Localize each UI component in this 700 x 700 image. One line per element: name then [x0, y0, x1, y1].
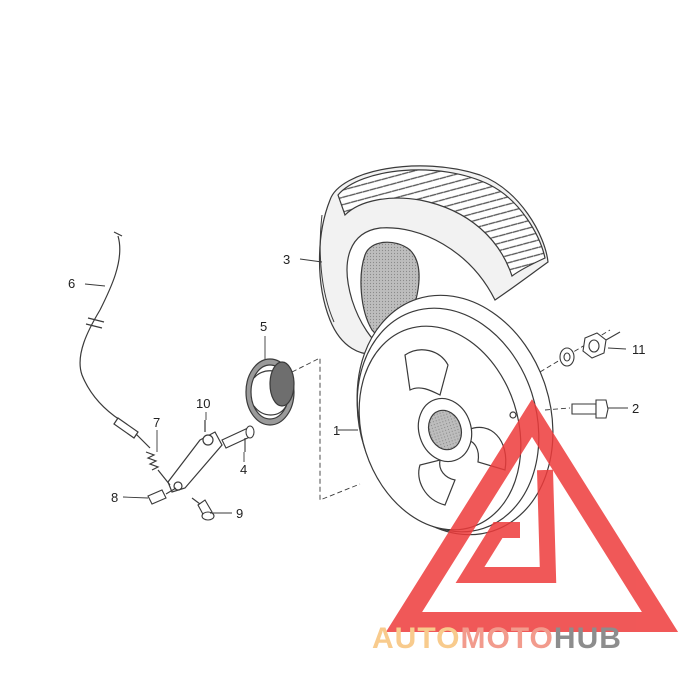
tyre-drawing	[318, 165, 549, 355]
logo-word-moto: MOTO	[460, 622, 553, 655]
callout-3: 3	[283, 252, 290, 267]
callout-6: 6	[68, 276, 75, 291]
axle-bolt-drawing	[571, 399, 609, 419]
automotohub-logo: AUTOMOTOHUB	[372, 399, 679, 655]
logo-word-auto: AUTO	[372, 622, 460, 655]
callout-1: 1	[333, 423, 340, 438]
callout-9: 9	[236, 506, 243, 521]
brake-lever-drawing	[167, 420, 223, 493]
logo-word-hub: HUB	[554, 622, 622, 655]
callout-11: 11	[632, 342, 646, 357]
leader-lines	[84, 258, 628, 514]
callout-7: 7	[153, 415, 160, 430]
cable-adjuster-drawing	[147, 487, 177, 505]
callout-2: 2	[632, 401, 639, 416]
callout-5: 5	[260, 319, 267, 334]
brake-shoe-drawing	[245, 358, 295, 426]
logo-inner-mark	[455, 469, 557, 583]
logo-text: AUTOMOTOHUB	[372, 622, 622, 655]
callout-4: 4	[240, 462, 247, 477]
axle-nut-drawing	[559, 331, 621, 367]
cam-shaft-drawing	[221, 425, 255, 452]
callout-8: 8	[111, 490, 118, 505]
spring-drawing	[145, 451, 171, 486]
callout-10: 10	[196, 396, 210, 411]
brake-cable-drawing	[79, 231, 151, 449]
logo-triangle	[385, 399, 679, 632]
lever-bolt-drawing	[191, 497, 215, 521]
